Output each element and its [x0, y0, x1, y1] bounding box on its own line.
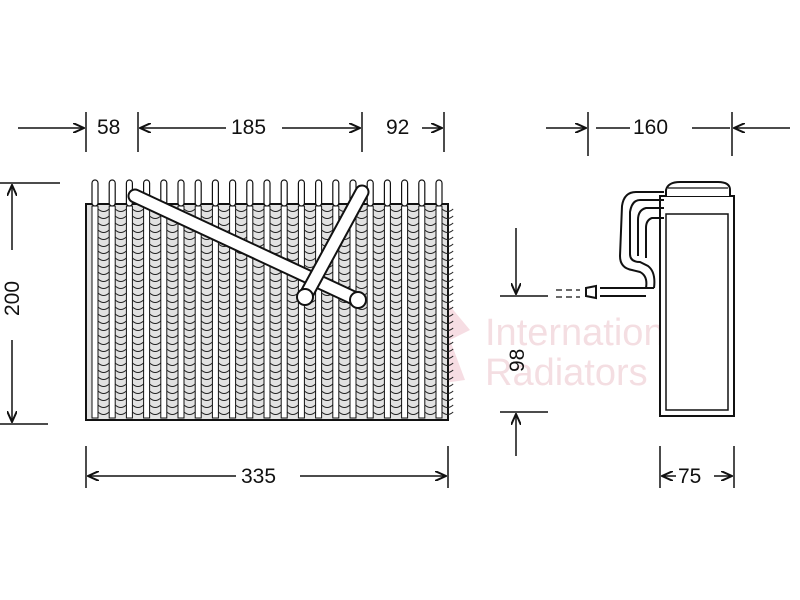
tube-cap	[315, 179, 323, 207]
dim-side-width: 160	[633, 116, 668, 139]
core-tube	[297, 205, 305, 419]
tube-cap	[263, 179, 271, 207]
tube-cap	[418, 179, 426, 207]
core-tube	[125, 205, 133, 419]
tube-cap	[246, 179, 254, 207]
tube-cap	[108, 179, 116, 207]
tube-cap	[401, 179, 409, 207]
core-tube	[366, 205, 374, 419]
core-tube	[194, 205, 202, 419]
core-tube	[160, 205, 168, 419]
core-fin-wave	[114, 208, 127, 415]
tube-cap	[280, 179, 288, 207]
core-tube	[280, 205, 288, 419]
core-fin-wave	[390, 208, 402, 415]
tube-cap	[332, 179, 340, 207]
core-fin-wave	[286, 208, 299, 415]
core-fin-wave	[132, 208, 144, 415]
tube-cap	[91, 179, 99, 207]
core-tube	[246, 205, 254, 419]
dimension-front-top: 58 185 92	[18, 112, 445, 152]
core-fin-wave	[441, 208, 454, 415]
core-tube	[435, 205, 443, 419]
dim-side-pipe-height: 98	[506, 349, 529, 372]
core-fin-wave	[183, 208, 196, 415]
dim-front-tube-spacing: 185	[231, 116, 266, 139]
core-tube	[383, 205, 391, 419]
dim-front-width: 335	[241, 465, 276, 488]
core-tube	[315, 205, 323, 419]
core-fins	[91, 205, 454, 419]
tube-cap	[297, 179, 305, 207]
core-fin-wave	[424, 208, 437, 415]
tube-cap	[435, 179, 443, 207]
tube-cap	[194, 179, 202, 207]
dimension-front-width: 335	[85, 446, 449, 488]
core-tube	[349, 205, 357, 419]
core-tube	[108, 205, 116, 419]
core-tube	[418, 205, 426, 419]
core-tube	[263, 205, 271, 419]
tube-cap	[383, 179, 391, 207]
dimension-side-width: 160	[546, 112, 790, 156]
core-tube	[177, 205, 185, 419]
inlet-outlet-pipes	[127, 184, 370, 309]
dim-front-right-offset: 92	[386, 116, 409, 139]
dimension-side-pipe-height: 98	[500, 228, 548, 456]
core-fin-wave	[407, 208, 420, 415]
side-view	[556, 181, 735, 417]
side-pipes	[585, 191, 664, 300]
dimension-side-depth: 75	[659, 446, 735, 488]
dim-front-height: 200	[1, 281, 24, 316]
core-fin-wave	[372, 208, 385, 415]
core-tube	[401, 205, 409, 419]
front-view	[85, 179, 454, 421]
tube-cap	[229, 179, 237, 207]
dim-front-left-offset: 58	[97, 116, 120, 139]
core-tube	[91, 205, 99, 419]
tube-cap	[211, 179, 219, 207]
core-tube	[143, 205, 151, 419]
core-fin-wave	[97, 208, 110, 415]
tube-cap	[177, 179, 185, 207]
watermark-line2: Radiators	[485, 352, 648, 394]
dimension-front-height: 200	[0, 182, 60, 425]
dim-side-depth: 75	[678, 465, 701, 488]
